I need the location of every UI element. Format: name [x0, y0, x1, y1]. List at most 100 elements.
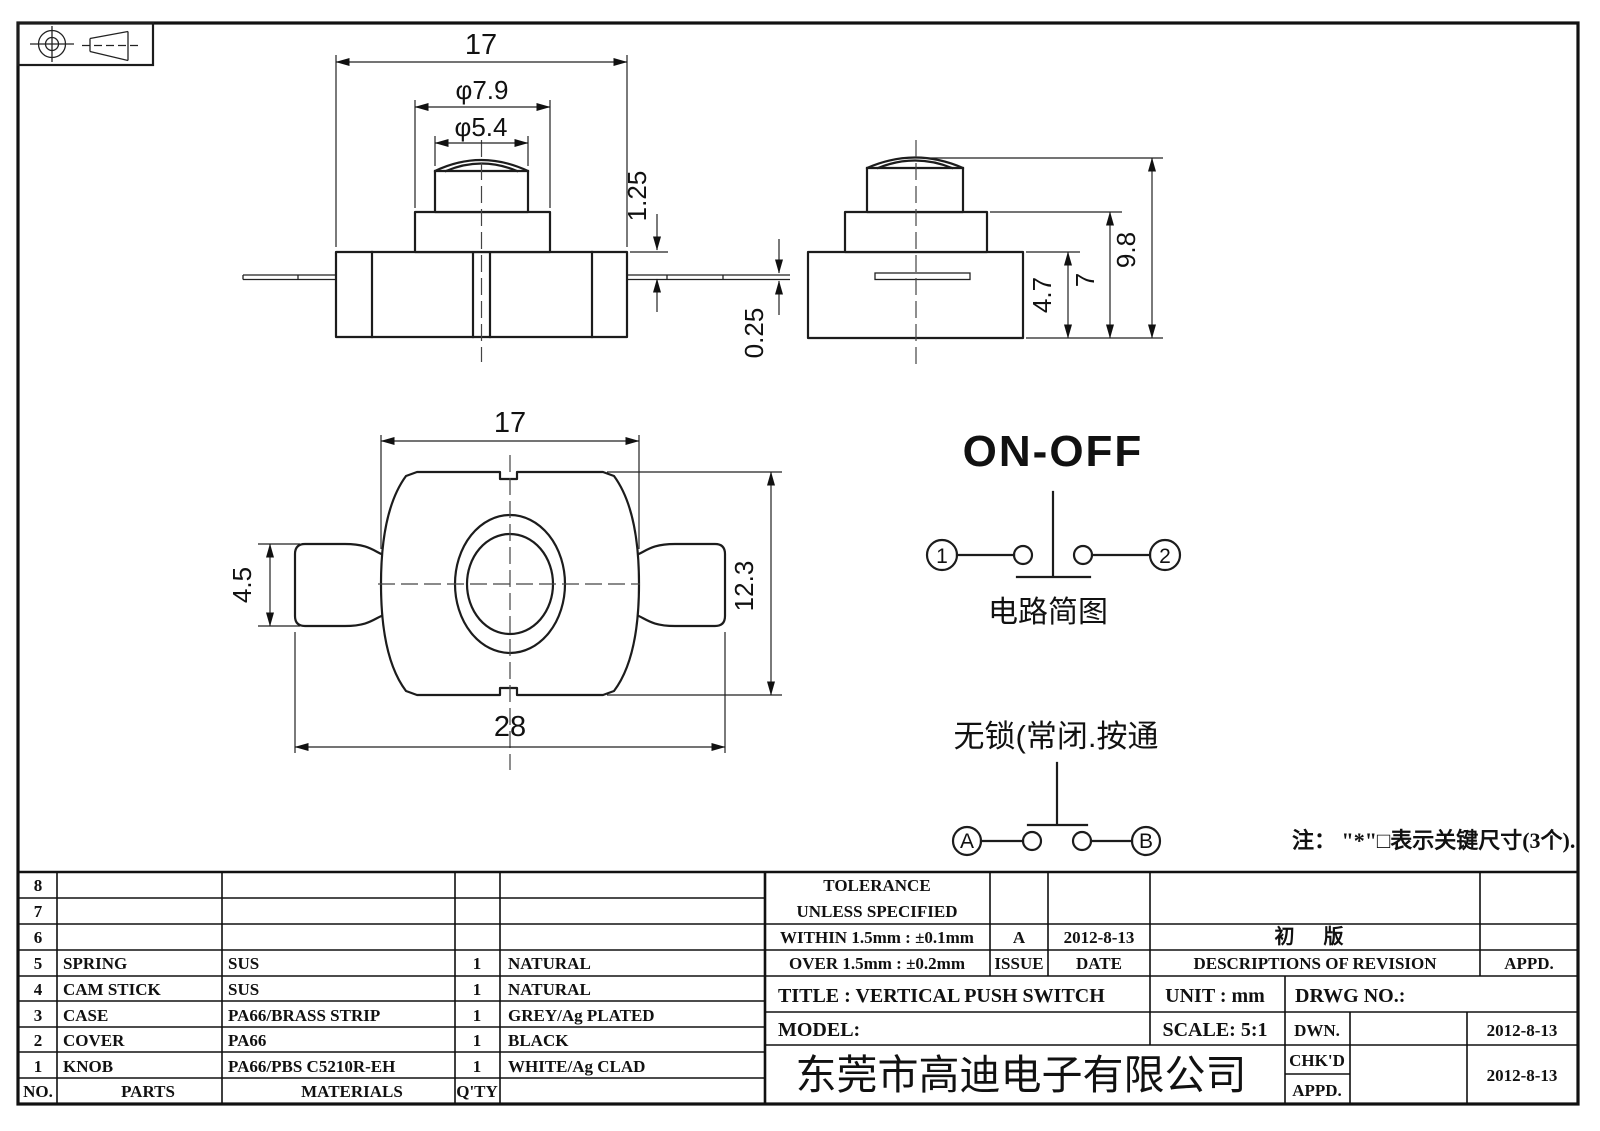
table-row: 6 [34, 928, 43, 947]
dim-lead-thickness: 0.25 [739, 308, 769, 359]
dwn-label: DWN. [1294, 1021, 1340, 1040]
onoff-title: ON-OFF [963, 427, 1144, 476]
tolerance-within: WITHIN 1.5mm : ±0.1mm [780, 928, 974, 947]
tolerance-line1: TOLERANCE [823, 876, 930, 895]
chkd-date: 2012-8-13 [1487, 1066, 1558, 1085]
contact-right-icon [1072, 544, 1094, 566]
header-materials: MATERIALS [301, 1082, 403, 1101]
revision-block: A 2012-8-13 初 版 ISSUE DATE DESCRIPTIONS … [994, 924, 1553, 973]
sign-block: DWN. 2012-8-13 CHK'D 2012-8-13 APPD. [1289, 1021, 1557, 1100]
row-part: COVER [63, 1031, 125, 1050]
title-block-grid [18, 870, 1578, 1104]
tolerance-over: OVER 1.5mm : ±0.2mm [789, 954, 965, 973]
header-no: NO. [23, 1082, 53, 1101]
dim-top-width: 17 [494, 407, 526, 439]
table-row: 1 KNOB PA66/PBS C5210R-EH 1 WHITE/Ag CLA… [34, 1057, 646, 1076]
projection-symbol [16, 21, 155, 67]
sheet-frame [16, 21, 1580, 1106]
table-row: 8 [34, 876, 43, 895]
row-material: PA66 [228, 1031, 266, 1050]
terminal-2-circle-icon [1148, 538, 1182, 572]
drawing-title: TITLE : VERTICAL PUSH SWITCH [778, 985, 1105, 1007]
terminal-a-label: A [960, 830, 974, 853]
dim-terminal-width: 4.5 [227, 567, 257, 603]
header-parts: PARTS [121, 1082, 175, 1101]
row-finish: WHITE/Ag CLAD [508, 1057, 645, 1076]
terminal-1-label: 1 [936, 545, 948, 568]
dim-step-diameter: φ7.9 [455, 75, 508, 105]
row-part: CAM STICK [63, 980, 162, 999]
dim-base-height: 4.7 [1027, 277, 1057, 313]
row-qty: 1 [473, 1006, 482, 1025]
row-finish: BLACK [508, 1031, 569, 1050]
table-row: 3 CASE PA66/BRASS STRIP 1 GREY/Ag PLATED [34, 1006, 655, 1025]
terminal-b-label: B [1139, 830, 1153, 853]
row-material: SUS [228, 954, 259, 973]
dwn-date: 2012-8-13 [1487, 1021, 1558, 1040]
header-qty: Q'TY [456, 1082, 498, 1101]
parts-table-header: NO. PARTS MATERIALS Q'TY [23, 1082, 498, 1101]
momentary-title: 无锁(常闭.按通 [954, 719, 1159, 754]
plunger-icon [1026, 761, 1089, 827]
projection-circle-icon [30, 26, 74, 62]
terminal-2-label: 2 [1159, 545, 1171, 568]
row-no: 5 [34, 954, 43, 973]
contact-b-icon [1071, 830, 1093, 852]
unit-label: UNIT : mm [1165, 985, 1265, 1007]
chkd-label: CHK'D [1289, 1051, 1345, 1070]
contact-a-icon [1021, 830, 1043, 852]
row-qty: 1 [473, 980, 482, 999]
appd-sign-label: APPD. [1292, 1081, 1342, 1100]
contact-left-icon [1012, 544, 1034, 566]
row-material: PA66/BRASS STRIP [228, 1006, 380, 1025]
tolerance-block: TOLERANCE UNLESS SPECIFIED WITHIN 1.5mm … [780, 876, 974, 973]
revision-date-value: 2012-8-13 [1064, 928, 1135, 947]
row-qty: 1 [473, 1057, 482, 1076]
dim-length: 28 [494, 711, 526, 743]
row-qty: 1 [473, 1031, 482, 1050]
row-part: CASE [63, 1006, 108, 1025]
revision-issue-value: A [1013, 928, 1026, 947]
dim-step-offset: 1.25 [622, 171, 652, 222]
tolerance-line2: UNLESS SPECIFIED [796, 902, 957, 921]
dim-depth: 12.3 [729, 561, 759, 612]
row-no: 4 [34, 980, 43, 999]
row-no: 1 [34, 1057, 43, 1076]
dim-total-height: 9.8 [1111, 232, 1141, 268]
dim-knob-diameter: φ5.4 [454, 112, 507, 142]
revision-description-value: 初 版 [1275, 924, 1356, 948]
scale-label: SCALE: 5:1 [1162, 1019, 1267, 1041]
onoff-caption: 电路简图 [988, 596, 1108, 629]
model-row: MODEL: SCALE: 5:1 [778, 1019, 1268, 1041]
front-view: 17 φ7.9 φ5.4 1.25 0.25 [242, 29, 790, 362]
onoff-circuit: ON-OFF 1 2 电路简图 [925, 427, 1182, 629]
projection-cone-icon [82, 30, 140, 62]
dim-front-width: 17 [465, 29, 497, 61]
key-dimension-note: 注： "*"□表示关键尺寸(3个). [1292, 828, 1575, 853]
company-name: 东莞市高迪电子有限公司 [796, 1052, 1247, 1098]
row-finish: NATURAL [508, 980, 591, 999]
row-no: 8 [34, 876, 43, 895]
issue-label: ISSUE [994, 954, 1043, 973]
row-no: 2 [34, 1031, 43, 1050]
plunger-icon [1015, 490, 1092, 579]
row-part: KNOB [63, 1057, 113, 1076]
descriptions-label: DESCRIPTIONS OF REVISION [1193, 954, 1437, 973]
top-view: 17 4.5 12.3 28 [227, 407, 782, 770]
dim-body-height: 7 [1070, 273, 1100, 287]
table-row: 7 [34, 902, 43, 921]
appd-label: APPD. [1504, 954, 1554, 973]
row-material: PA66/PBS C5210R-EH [228, 1057, 395, 1076]
table-row: 4 CAM STICK SUS 1 NATURAL [34, 980, 591, 999]
table-row: 5 SPRING SUS 1 NATURAL [34, 954, 591, 973]
momentary-circuit: 无锁(常闭.按通 A B [951, 719, 1162, 857]
side-view: 4.7 7 9.8 [806, 140, 1163, 365]
drwg-no-label: DRWG NO.: [1295, 985, 1405, 1007]
terminal-b-circle-icon [1130, 825, 1162, 857]
row-no: 3 [34, 1006, 43, 1025]
table-row: 2 COVER PA66 1 BLACK [34, 1031, 569, 1050]
parts-table: 8 7 6 5 SPRING SUS 1 NATURAL 4 CAM STICK… [23, 876, 654, 1101]
row-material: SUS [228, 980, 259, 999]
